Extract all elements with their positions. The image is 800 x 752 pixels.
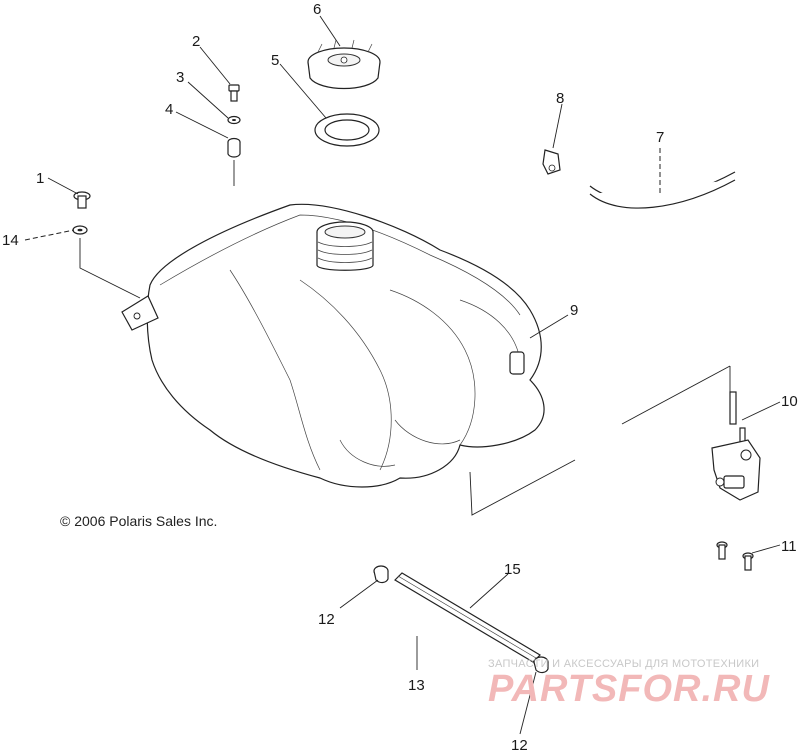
screw-11b — [742, 552, 754, 571]
callout-1: 1 — [36, 170, 44, 187]
fuel-line — [394, 572, 541, 663]
callout-2: 2 — [192, 33, 200, 50]
cap-gasket — [314, 113, 380, 147]
callout-6: 6 — [313, 1, 321, 18]
copyright-text: © 2006 Polaris Sales Inc. — [60, 513, 218, 529]
watermark-brand: PARTSFOR.RU — [488, 668, 770, 710]
callout-12-lower: 12 — [511, 737, 528, 752]
callout-9: 9 — [570, 302, 578, 319]
clamp-12-upper — [373, 565, 389, 584]
callout-3: 3 — [176, 69, 184, 86]
callout-14: 14 — [2, 232, 19, 249]
watermark-subtitle: ЗАПЧАСТИ И АКСЕССУАРЫ ДЛЯ МОТОТЕХНИКИ — [488, 658, 760, 670]
fuel-tank — [121, 203, 545, 488]
callout-4: 4 — [165, 101, 173, 118]
screw-1 — [73, 191, 91, 209]
callout-5: 5 — [271, 52, 279, 69]
callout-12-upper: 12 — [318, 611, 335, 628]
callout-15: 15 — [504, 561, 521, 578]
callout-11: 11 — [781, 538, 797, 555]
callout-7: 7 — [656, 129, 664, 146]
callout-10: 10 — [781, 393, 798, 410]
grommet-4 — [227, 137, 241, 158]
washer-3 — [227, 115, 241, 125]
bolt-2 — [228, 84, 240, 102]
fuel-valve — [711, 391, 761, 501]
fuel-cap — [307, 39, 381, 90]
screw-11a — [716, 541, 728, 560]
clamp-12-lower — [533, 656, 549, 674]
washer-14 — [72, 225, 88, 235]
callout-13: 13 — [408, 677, 425, 694]
hose-clamp — [542, 149, 561, 175]
callout-8: 8 — [556, 90, 564, 107]
vent-hose — [589, 171, 736, 209]
